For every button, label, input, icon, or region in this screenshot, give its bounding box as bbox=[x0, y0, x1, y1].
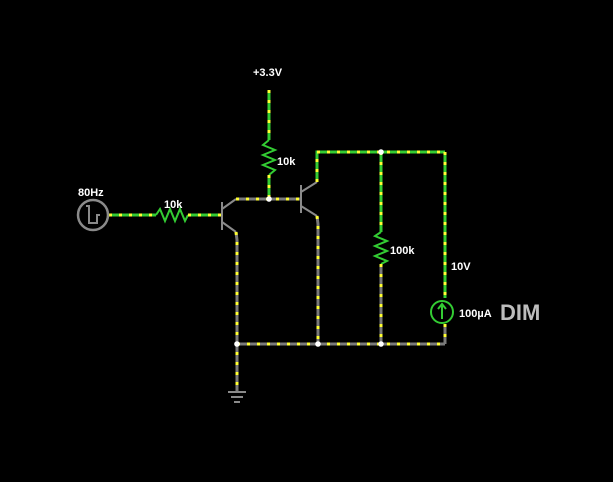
transistor-q1[interactable] bbox=[221, 198, 237, 233]
base-resistor-label: 10k bbox=[164, 199, 183, 211]
junction-nodes bbox=[234, 149, 384, 347]
junction-node bbox=[378, 149, 384, 155]
source-frequency-label: 80Hz bbox=[78, 187, 104, 199]
junction-node bbox=[315, 341, 321, 347]
pullup-resistor[interactable] bbox=[260, 139, 278, 176]
current-label: 100µA bbox=[459, 308, 492, 320]
junction-node bbox=[234, 341, 240, 347]
transistor-q2[interactable] bbox=[300, 181, 318, 217]
q2-collector-wire[interactable] bbox=[315, 150, 445, 182]
pullup-resistor-label: 10k bbox=[277, 156, 296, 168]
q2-emitter-wire[interactable] bbox=[315, 215, 320, 344]
junction-node bbox=[378, 341, 384, 347]
mode-label: DIM bbox=[500, 300, 540, 325]
load-resistor[interactable] bbox=[372, 231, 390, 265]
q1-emitter-wire[interactable] bbox=[234, 231, 239, 392]
base-resistor[interactable] bbox=[155, 206, 189, 224]
junction-node bbox=[266, 196, 272, 202]
ground-symbol[interactable] bbox=[228, 391, 246, 403]
load-resistor-label: 100k bbox=[390, 245, 415, 257]
square-wave-source[interactable] bbox=[76, 198, 110, 232]
supply-label: +3.3V bbox=[253, 67, 283, 79]
voltage-label: 10V bbox=[451, 261, 471, 273]
current-source[interactable] bbox=[430, 300, 454, 324]
